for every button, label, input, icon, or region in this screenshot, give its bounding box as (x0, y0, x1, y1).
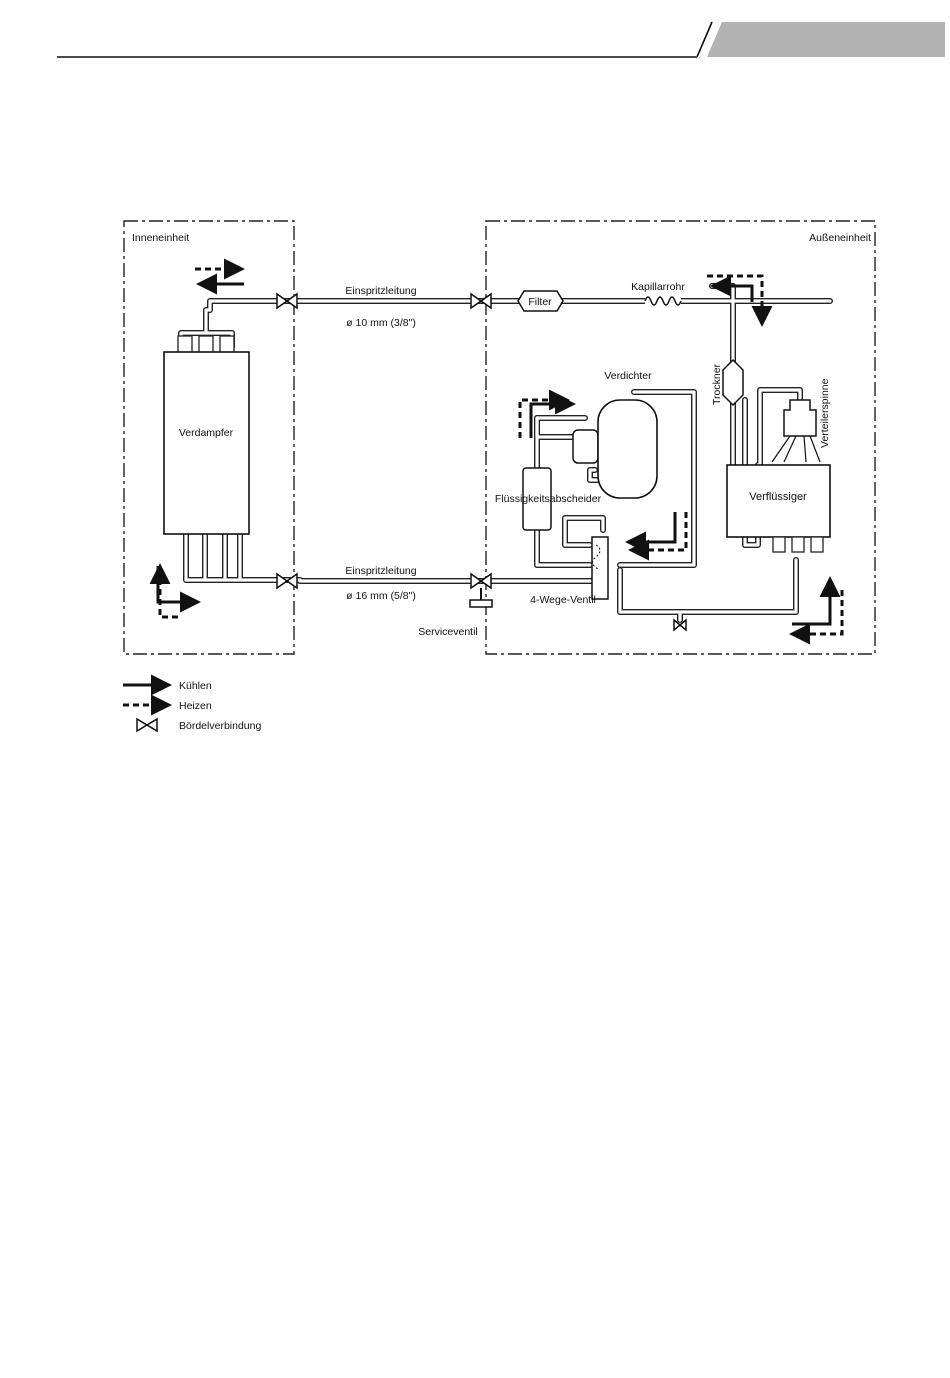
dryer-label: Trockner (711, 363, 723, 405)
compressor-label: Verdichter (604, 370, 652, 382)
header-tab (707, 22, 945, 57)
capillary-label: Kapillarrohr (631, 281, 685, 293)
evaporator-label: Verdampfer (179, 427, 234, 439)
heating-flow-arrow (798, 590, 842, 634)
flare-connection-icon (277, 294, 297, 308)
legend-flare-label: Bördelverbindung (179, 720, 261, 732)
distributor-label: Verteilerspinne (819, 378, 831, 448)
evaporator: Verdampfer (164, 336, 249, 534)
cooling-flow-arrow (634, 512, 675, 542)
filter: Filter (518, 291, 563, 311)
legend: Kühlen Heizen Bördelverbindung (123, 680, 261, 732)
heating-flow-arrow (637, 512, 686, 550)
flare-connection-icon (277, 574, 297, 588)
piping (181, 286, 830, 620)
pipe-top-size-label: ø 10 mm (3/8") (346, 317, 416, 329)
indoor-unit-label: Inneneinheit (132, 232, 189, 244)
pipe-bottom-size-label: ø 16 mm (5/8") (346, 590, 416, 602)
page-header (57, 22, 945, 57)
dryer: Trockner (711, 360, 743, 405)
filter-label: Filter (528, 296, 552, 308)
injection-line-top-label: Einspritzleitung (345, 285, 416, 297)
four-way-valve-label: 4-Wege-Ventil (530, 594, 596, 606)
accumulator-label: Flüssigkeitsabscheider (495, 493, 602, 505)
injection-line-bottom-label: Einspritzleitung (345, 565, 416, 577)
service-valve-label: Serviceventil (418, 626, 478, 638)
legend-flare-icon (137, 719, 157, 731)
flare-connection-icon (471, 574, 491, 588)
legend-heating-label: Heizen (179, 700, 212, 712)
heating-flow-arrow (160, 572, 178, 617)
outdoor-unit-label: Außeneinheit (809, 232, 871, 244)
service-valve: Serviceventil (418, 588, 492, 638)
legend-cooling-label: Kühlen (179, 680, 212, 692)
flare-connection-icon (471, 294, 491, 308)
condenser-label: Verflüssiger (749, 491, 807, 503)
